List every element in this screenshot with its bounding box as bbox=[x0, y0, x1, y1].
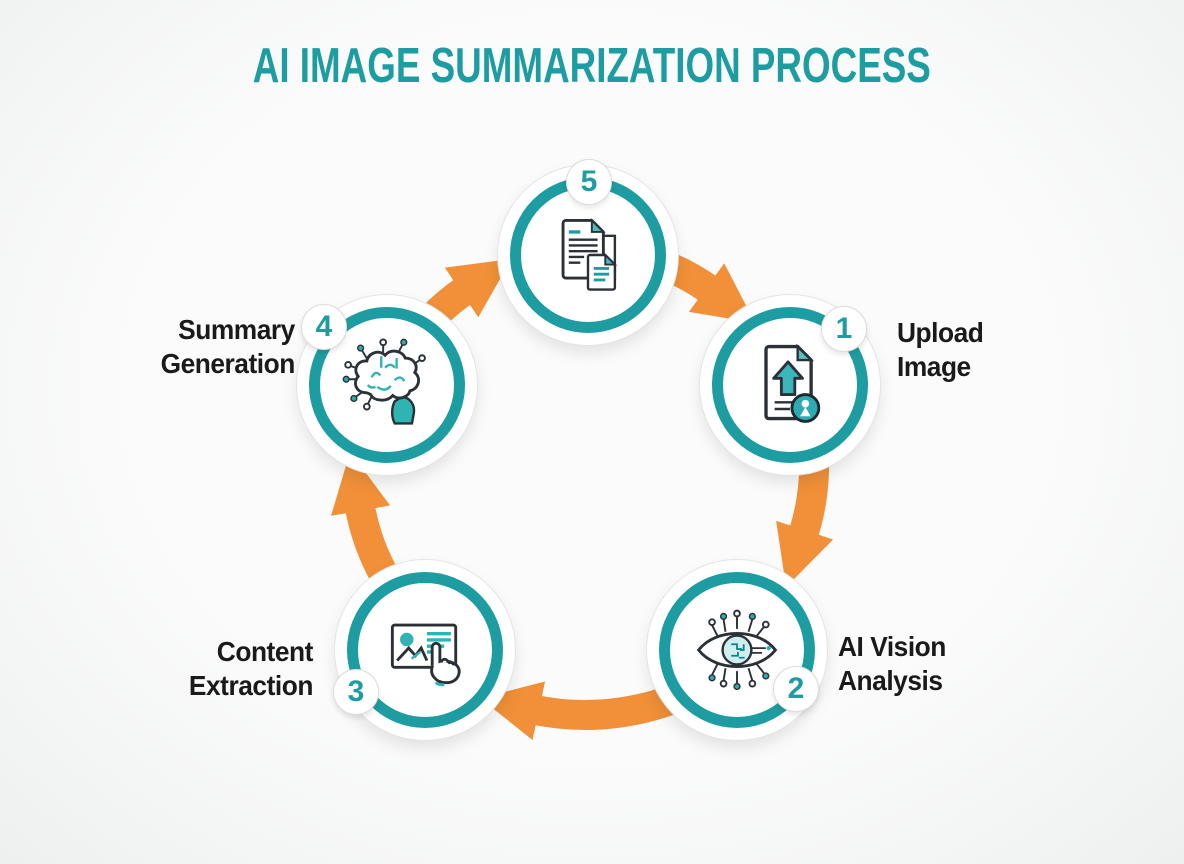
step-2-ring bbox=[659, 572, 815, 728]
step-4-label: Summary Generation bbox=[160, 314, 296, 379]
step-5: 5 bbox=[498, 159, 678, 345]
step-3-number-badge: 3 bbox=[333, 669, 379, 715]
step-3: 3 bbox=[333, 560, 515, 740]
step-4-number-badge: 4 bbox=[301, 304, 347, 350]
step-2: 2 bbox=[647, 560, 827, 740]
step-4: 4 bbox=[297, 295, 477, 475]
step-3-number: 3 bbox=[347, 675, 365, 708]
step-5-circle bbox=[498, 165, 678, 345]
step-1-number-badge: 1 bbox=[821, 306, 867, 352]
documents-summary-icon bbox=[561, 218, 618, 291]
step-5-number-badge: 5 bbox=[566, 159, 612, 205]
ai-vision-eye-icon bbox=[696, 609, 778, 691]
step-4-number: 4 bbox=[315, 310, 333, 343]
step-2-circle bbox=[647, 560, 827, 740]
step-1-number: 1 bbox=[835, 312, 853, 345]
content-extraction-icon bbox=[390, 623, 461, 687]
step-2-label: AI Vision Analysis bbox=[838, 631, 946, 696]
upload-image-icon bbox=[764, 343, 821, 423]
step-3-ring bbox=[347, 572, 503, 728]
step-5-ring bbox=[510, 177, 666, 333]
step-1: 1 bbox=[700, 295, 880, 475]
page-title: AI IMAGE SUMMARIZATION PROCESS bbox=[0, 37, 1184, 93]
step-3-circle bbox=[335, 560, 515, 740]
step-5-number: 5 bbox=[580, 165, 598, 198]
step-3-label: Content Extraction bbox=[188, 636, 313, 701]
brain-circuit-icon bbox=[342, 338, 426, 425]
step-2-number: 2 bbox=[787, 672, 805, 705]
step-2-number-badge: 2 bbox=[773, 666, 819, 712]
page-title-text: AI IMAGE SUMMARIZATION PROCESS bbox=[252, 37, 932, 93]
step-1-label: Upload Image bbox=[897, 317, 984, 382]
